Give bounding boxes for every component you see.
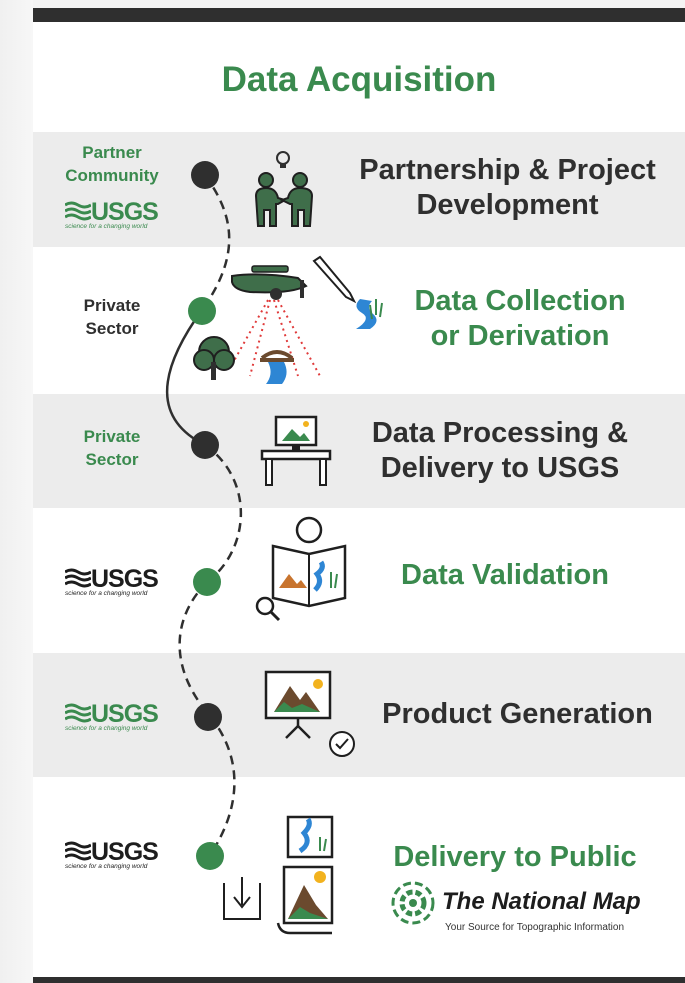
handshake-people-icon: [254, 151, 314, 227]
side-label-line: Private: [83, 296, 141, 315]
band-product: [33, 653, 685, 777]
bottom-bar: [33, 977, 685, 983]
side-label-partner-community: Partner Community: [52, 141, 172, 187]
national-map-title: The National Map: [442, 888, 641, 915]
band-delivery: [33, 777, 685, 977]
presentation-easel-icon: [264, 670, 355, 757]
step-label-collection: Data Collection or Derivation: [395, 284, 645, 354]
usgs-tagline: science for a changing world: [65, 590, 148, 597]
step-label-product: Product Generation: [382, 698, 653, 730]
timeline-path: [165, 174, 243, 856]
step-label-processing: Data Processing & Delivery to USGS: [355, 416, 645, 486]
step-label-line: Delivery to USGS: [380, 451, 620, 484]
side-label-private-sector: Private Sector: [52, 294, 172, 340]
step-label-line: or Derivation: [430, 319, 610, 352]
step-label-line: Development: [416, 188, 599, 221]
timeline-node-1: [191, 161, 219, 189]
usgs-wordmark: USGS: [91, 838, 159, 866]
usgs-tagline: science for a changing world: [65, 223, 148, 230]
step-label-line: Data Processing &: [371, 417, 629, 449]
usgs-tagline: science for a changing world: [65, 725, 148, 732]
top-bar: [33, 8, 685, 22]
band-processing: [33, 394, 685, 508]
usgs-wordmark: USGS: [91, 565, 159, 593]
aerial-survey-icon: [193, 265, 321, 384]
national-map-logo: The National Map Your Source for Topogra…: [390, 880, 650, 940]
page-title: Data Acquisition: [221, 60, 497, 99]
usgs-wave-icon: [65, 841, 91, 861]
side-label-line: Partner: [82, 143, 142, 162]
usgs-wave-icon: [65, 568, 91, 588]
step-label-delivery: Delivery to Public: [393, 841, 637, 873]
side-label-line: Sector: [85, 319, 139, 338]
step-label-validation: Data Validation: [401, 559, 609, 591]
side-label-line: Community: [65, 166, 159, 185]
side-label-private-sector: Private Sector: [52, 425, 172, 471]
usgs-logo: USGS science for a changing world: [63, 198, 159, 232]
usgs-logo: USGS science for a changing world: [63, 700, 159, 734]
national-map-subtitle: Your Source for Topographic Information: [445, 922, 624, 933]
timeline-node-2: [188, 297, 216, 325]
timeline-node-3: [191, 431, 219, 459]
usgs-logo: USGS science for a changing world: [63, 838, 159, 872]
step-label-partnership: Partnership & Project Development: [345, 153, 670, 223]
pen-river-icon: [312, 255, 383, 329]
usgs-wordmark: USGS: [91, 700, 159, 728]
map-reader-icon: [255, 516, 347, 622]
band-partnership: [33, 132, 685, 247]
national-map-globe-icon: [391, 881, 435, 925]
download-maps-icon: [223, 815, 334, 935]
computer-desk-icon: [260, 415, 332, 486]
timeline-node-4: [193, 568, 221, 596]
band-collection: [33, 247, 685, 394]
usgs-wave-icon: [65, 201, 91, 221]
timeline-node-6: [196, 842, 224, 870]
band-validation: [33, 508, 685, 653]
step-label-line: Partnership & Project: [359, 154, 656, 186]
usgs-tagline: science for a changing world: [65, 863, 148, 870]
timeline-node-5: [194, 703, 222, 731]
step-label-line: Data Collection: [414, 285, 626, 317]
side-label-line: Private: [83, 427, 141, 446]
title-band: [33, 22, 685, 132]
usgs-logo: USGS science for a changing world: [63, 565, 159, 599]
left-margin: [0, 0, 33, 983]
side-label-line: Sector: [85, 450, 139, 469]
usgs-wave-icon: [65, 703, 91, 723]
usgs-wordmark: USGS: [91, 198, 159, 226]
